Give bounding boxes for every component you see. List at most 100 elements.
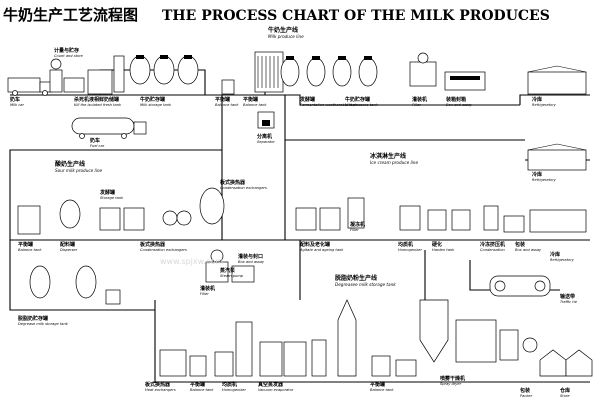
milk-car-label-cn: 奶车 [10, 96, 20, 103]
watermark: www.spjxw.com [160, 257, 223, 266]
pressure-tank-label-en: UHt pressure tank [345, 103, 379, 107]
homogenizer-label-cn: 均质机 [222, 381, 237, 388]
disperser-label-en: Disperser [60, 248, 78, 252]
heat-ex2-label-en: Heat exchangers [145, 388, 176, 392]
machine-box-label-cn: 灌装机 [200, 285, 215, 292]
store-label-cn: 仓库 [559, 387, 570, 394]
equipment-labels: 奶车 Milk car 计量与贮存 Count and store 杀死机液相鲜… [10, 47, 578, 398]
powder-line-heading: 脱脂奶粉生产线 Degreasee milk storage tank [335, 274, 396, 287]
evaporator-label-en: Vacuum evaporator [258, 388, 294, 392]
storage-tank-label-en: Storage tank [100, 196, 124, 200]
count-store-label-cn: 计量与贮存 [54, 47, 79, 54]
count-store-label-en: Count and store [54, 54, 84, 58]
sour-equipment [17, 187, 255, 283]
powder-line-title-cn: 脱脂奶粉生产线 [335, 274, 377, 282]
nasal-spray-label-en: Box and assay [238, 260, 265, 264]
fuel-car-label-cn: 奶车 [90, 137, 100, 144]
steam-pump-label-en: Steam pump [220, 274, 244, 278]
degrease-tank-label-en: Degrease milk storage tank [18, 322, 69, 326]
packer-label-cn: 包装 [520, 387, 530, 394]
balance-tank4-label-en: Balance tank [370, 388, 394, 392]
box-assay-machine [444, 71, 486, 91]
balance-tank3-label-cn: 平衡罐 [18, 241, 33, 248]
degrease-tanks [29, 265, 121, 305]
freezer-label-cn: 硬化 [432, 241, 442, 248]
milk-storage-label-cn: 牛奶贮存罐 [140, 96, 165, 103]
degrease-tank-label-cn: 脱脂奶贮存罐 [17, 315, 48, 322]
store-buildings [539, 349, 593, 377]
ice-equipment [295, 143, 587, 233]
ice-line-title-en: Ice cream produce line [370, 160, 418, 165]
milk-truck [7, 77, 53, 96]
cooling-store-tanks [87, 55, 125, 95]
cool-store-label-en: Kill the isolated fresh tank [74, 103, 122, 107]
heat-exchangers-label-en: Condensation exchangers [140, 248, 187, 252]
title-english: THE PROCESS CHART OF THE MILK PRODUCES [162, 8, 550, 24]
count-store-equipment [49, 58, 85, 93]
homog2-label-cn: 均质机 [398, 241, 413, 248]
cold-plate-label-cn: 冷冻挤压机 [480, 241, 505, 248]
refrigerator3-label-en: Refrigeratory [550, 258, 575, 262]
conveyor-label-en: Traffic tie [560, 300, 578, 304]
nasal-spray-label-cn: 灌装与封口 [238, 253, 263, 260]
refrigeratory-1 [527, 65, 587, 95]
packaging-label-en: Box and assay [515, 248, 542, 252]
balance-tank4-label-cn: 平衡罐 [370, 381, 385, 388]
packaging-label-cn: 包装 [515, 241, 525, 248]
store-label-en: Store [560, 394, 570, 398]
balance-tank-1 [221, 79, 235, 95]
separator-label-en: Separator [257, 140, 275, 144]
agitator-label-cn: 配料及老化罐 [300, 241, 330, 248]
refrigerator1-label-cn: 冷库 [532, 96, 542, 103]
spray-dryer [419, 299, 538, 363]
title-chinese: 牛奶生产工艺流程图 [3, 6, 138, 24]
box-assy-label-en: Box and assay [446, 103, 473, 107]
disperser-label-cn: 配料罐 [60, 241, 75, 248]
conveyor-extruder [489, 275, 551, 297]
ferment-label-en: Fermentation weatherable tank [300, 103, 358, 107]
storage-tank-label-cn: 发酵罐 [99, 189, 115, 196]
spray-dryer-label-en: Spray dryer [440, 382, 462, 386]
ice-line-title-cn: 冰淇淋生产线 [370, 152, 406, 160]
spray-dryer-label-cn: 喷雾干燥机 [440, 375, 465, 382]
homog2-label-en: Homogenizer [398, 248, 422, 252]
freezer-label-en: Harden tank [432, 248, 455, 252]
heat-exchangers-label-cn: 板式换热器 [140, 241, 166, 248]
balance-tank-label-cn: 平衡罐 [215, 96, 230, 103]
steam-pump-label-cn: 蒸汽泵 [220, 267, 236, 274]
agitator-label-en: Agitate and ageing tank [299, 248, 344, 252]
sour-line-title-cn: 酸奶生产线 [55, 160, 85, 168]
evaporator-equipment [159, 299, 417, 377]
refrigerator2-label-cn: 冷库 [532, 171, 542, 178]
ferment-label-cn: 发酵罐 [299, 96, 315, 103]
sour-line-title-en: Sour milk produce line [55, 168, 103, 173]
balance-tank3-label-en: Balance tank [18, 248, 42, 252]
conveyor-label-cn: 输送带 [560, 293, 575, 300]
separator-unit [254, 51, 284, 129]
balance-tank2-label-cn: 平衡罐 [243, 96, 258, 103]
balance-tank-label-en: Balance tank [215, 103, 239, 107]
filler-label-cn: 灌装机 [412, 96, 427, 103]
homogenizer-label-en: Homogenizer [222, 388, 246, 392]
cool-store-label-cn: 杀死机液相鲜奶储罐 [74, 96, 119, 103]
filler-label-en: Filler [412, 103, 421, 107]
evaporator-label-cn: 真空蒸发器 [258, 381, 284, 388]
refrigerator2-label-en: Refrigeratory [532, 178, 557, 182]
sour-line-heading: 酸奶生产线 Sour milk produce line [55, 160, 103, 173]
filler2-label-en: Filler [350, 228, 359, 232]
cold-plate-label-en: Condensation [480, 248, 505, 252]
condensation-label-en: Condensation exchangers [220, 186, 267, 190]
fuel-car [71, 117, 147, 139]
powder-line-title-en: Degreasee milk storage tank [335, 282, 396, 287]
machine-box-label-en: Filler [200, 292, 209, 296]
pressure-tank-label-cn: 牛奶贮存罐 [345, 96, 370, 103]
refrigerator1-label-en: Refrigeratory [532, 103, 557, 107]
balance-tank2-label-en: Balance tank [243, 103, 267, 107]
refrigerator3-label-cn: 冷库 [550, 251, 560, 258]
milk-line-title-cn: 牛奶生产线 [268, 26, 298, 34]
fuel-car-label-en: Fuel car [90, 144, 105, 148]
balance-tank5-label-en: Balance tank [190, 388, 214, 392]
ice-line-heading: 冰淇淋生产线 Ice cream produce line [370, 152, 418, 165]
filler-machine [409, 52, 437, 87]
